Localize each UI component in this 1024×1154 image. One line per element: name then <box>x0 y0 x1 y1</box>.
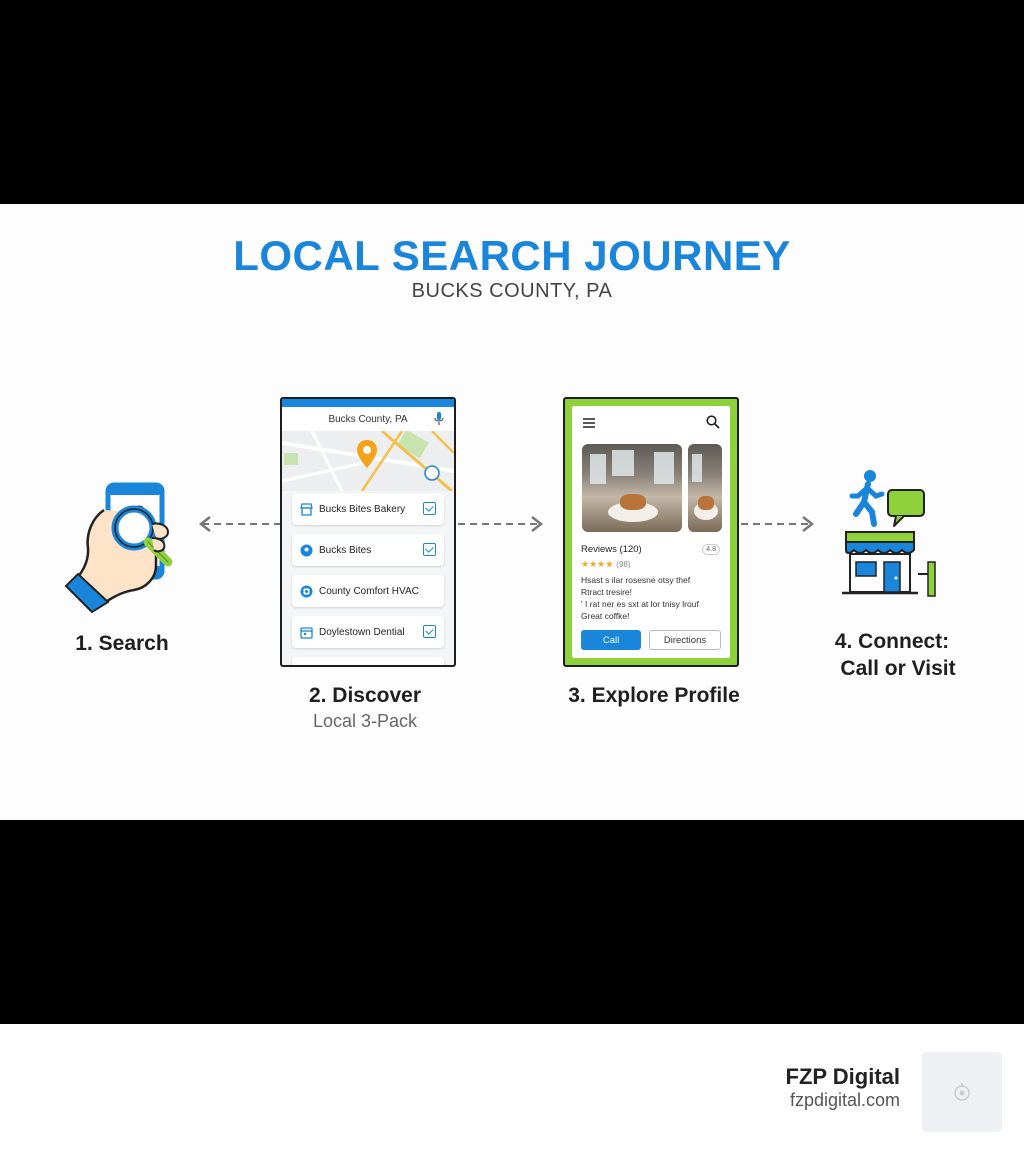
listing-item[interactable]: County Comfort HVAC <box>292 575 444 607</box>
map-search-text: Bucks County, PA <box>328 413 408 425</box>
arrow-right-icon <box>741 516 815 532</box>
reviews-count[interactable]: Reviews (120) <box>581 544 642 555</box>
cafe-photo[interactable] <box>582 444 682 532</box>
listing-item[interactable]: Bucks Bites <box>292 534 444 566</box>
cafe-photo[interactable] <box>688 444 722 532</box>
search-icon[interactable] <box>706 415 720 429</box>
map-pin-icon <box>357 440 377 468</box>
mic-icon[interactable] <box>434 412 444 426</box>
pin-icon <box>300 544 313 556</box>
check-icon[interactable] <box>423 625 436 638</box>
arrow-right-icon <box>458 516 544 532</box>
arrow-left-icon <box>198 516 280 532</box>
map-view[interactable] <box>282 431 454 491</box>
step-2-sublabel: Local 3-Pack <box>312 711 418 731</box>
hvac-icon <box>300 585 313 597</box>
menu-icon[interactable] <box>583 418 595 428</box>
logo-mark-icon <box>954 1083 970 1101</box>
step-2-label: 2. Discover <box>308 684 422 707</box>
step-4-label: 4. Connect: <box>834 630 950 653</box>
store-icon <box>300 502 313 516</box>
step-1-label: 1. Search <box>75 632 169 655</box>
brand-url[interactable]: fzpdigital.com <box>789 1090 900 1110</box>
listing-name: Bucks Bites <box>319 544 372 556</box>
map-search-bar[interactable]: Bucks County, PA <box>282 407 454 431</box>
footer: FZP Digital fzpdigital.com <box>0 1024 1024 1154</box>
profile-phone: Reviews (120) 4.8 ★★★★(98) Hsast s ilar … <box>563 397 739 667</box>
star-rating: ★★★★(98) <box>581 559 631 570</box>
profile-screen: Reviews (120) 4.8 ★★★★(98) Hsast s ilar … <box>572 406 730 658</box>
hand-phone-search-icon <box>64 482 173 614</box>
listing-item-partial[interactable] <box>292 657 444 665</box>
page-subtitle: BUCKS COUNTY, PA <box>411 280 613 302</box>
stars: ★★★★ <box>581 559 614 569</box>
step-3-label: 3. Explore Profile <box>568 684 740 707</box>
listing-item[interactable]: Bucks Bites Bakery <box>292 493 444 525</box>
top-letterbox <box>0 0 1024 204</box>
directions-button[interactable]: Directions <box>649 630 721 650</box>
brand-name: FZP Digital <box>785 1064 901 1089</box>
page-title: LOCAL SEARCH JOURNEY <box>233 232 791 279</box>
listing-name: Doylestown Dential <box>319 626 405 638</box>
storefront-visit-icon <box>842 470 936 597</box>
review-snippet: Hsast s ilar rosesne otsy thef Rtract tr… <box>581 575 699 621</box>
journey-panel: LOCAL SEARCH JOURNEY BUCKS COUNTY, PA 1.… <box>0 204 1024 820</box>
phone-topbar <box>282 399 454 407</box>
brand-logo <box>922 1052 1002 1132</box>
call-button[interactable]: Call <box>581 630 641 650</box>
listing-name: County Comfort HVAC <box>319 585 419 597</box>
check-icon[interactable] <box>423 502 436 515</box>
discover-phone: Bucks County, PA Bucks Bites Ba <box>280 397 456 667</box>
calendar-icon <box>300 626 313 639</box>
star-count: (98) <box>616 560 631 569</box>
step-4-label-line2: Call or Visit <box>840 657 956 680</box>
check-icon[interactable] <box>423 543 436 556</box>
listing-name: Bucks Bites Bakery <box>319 503 406 515</box>
rating-badge: 4.8 <box>702 544 720 555</box>
listing-item[interactable]: Doylestown Dential <box>292 616 444 648</box>
bottom-letterbox <box>0 820 1024 1024</box>
